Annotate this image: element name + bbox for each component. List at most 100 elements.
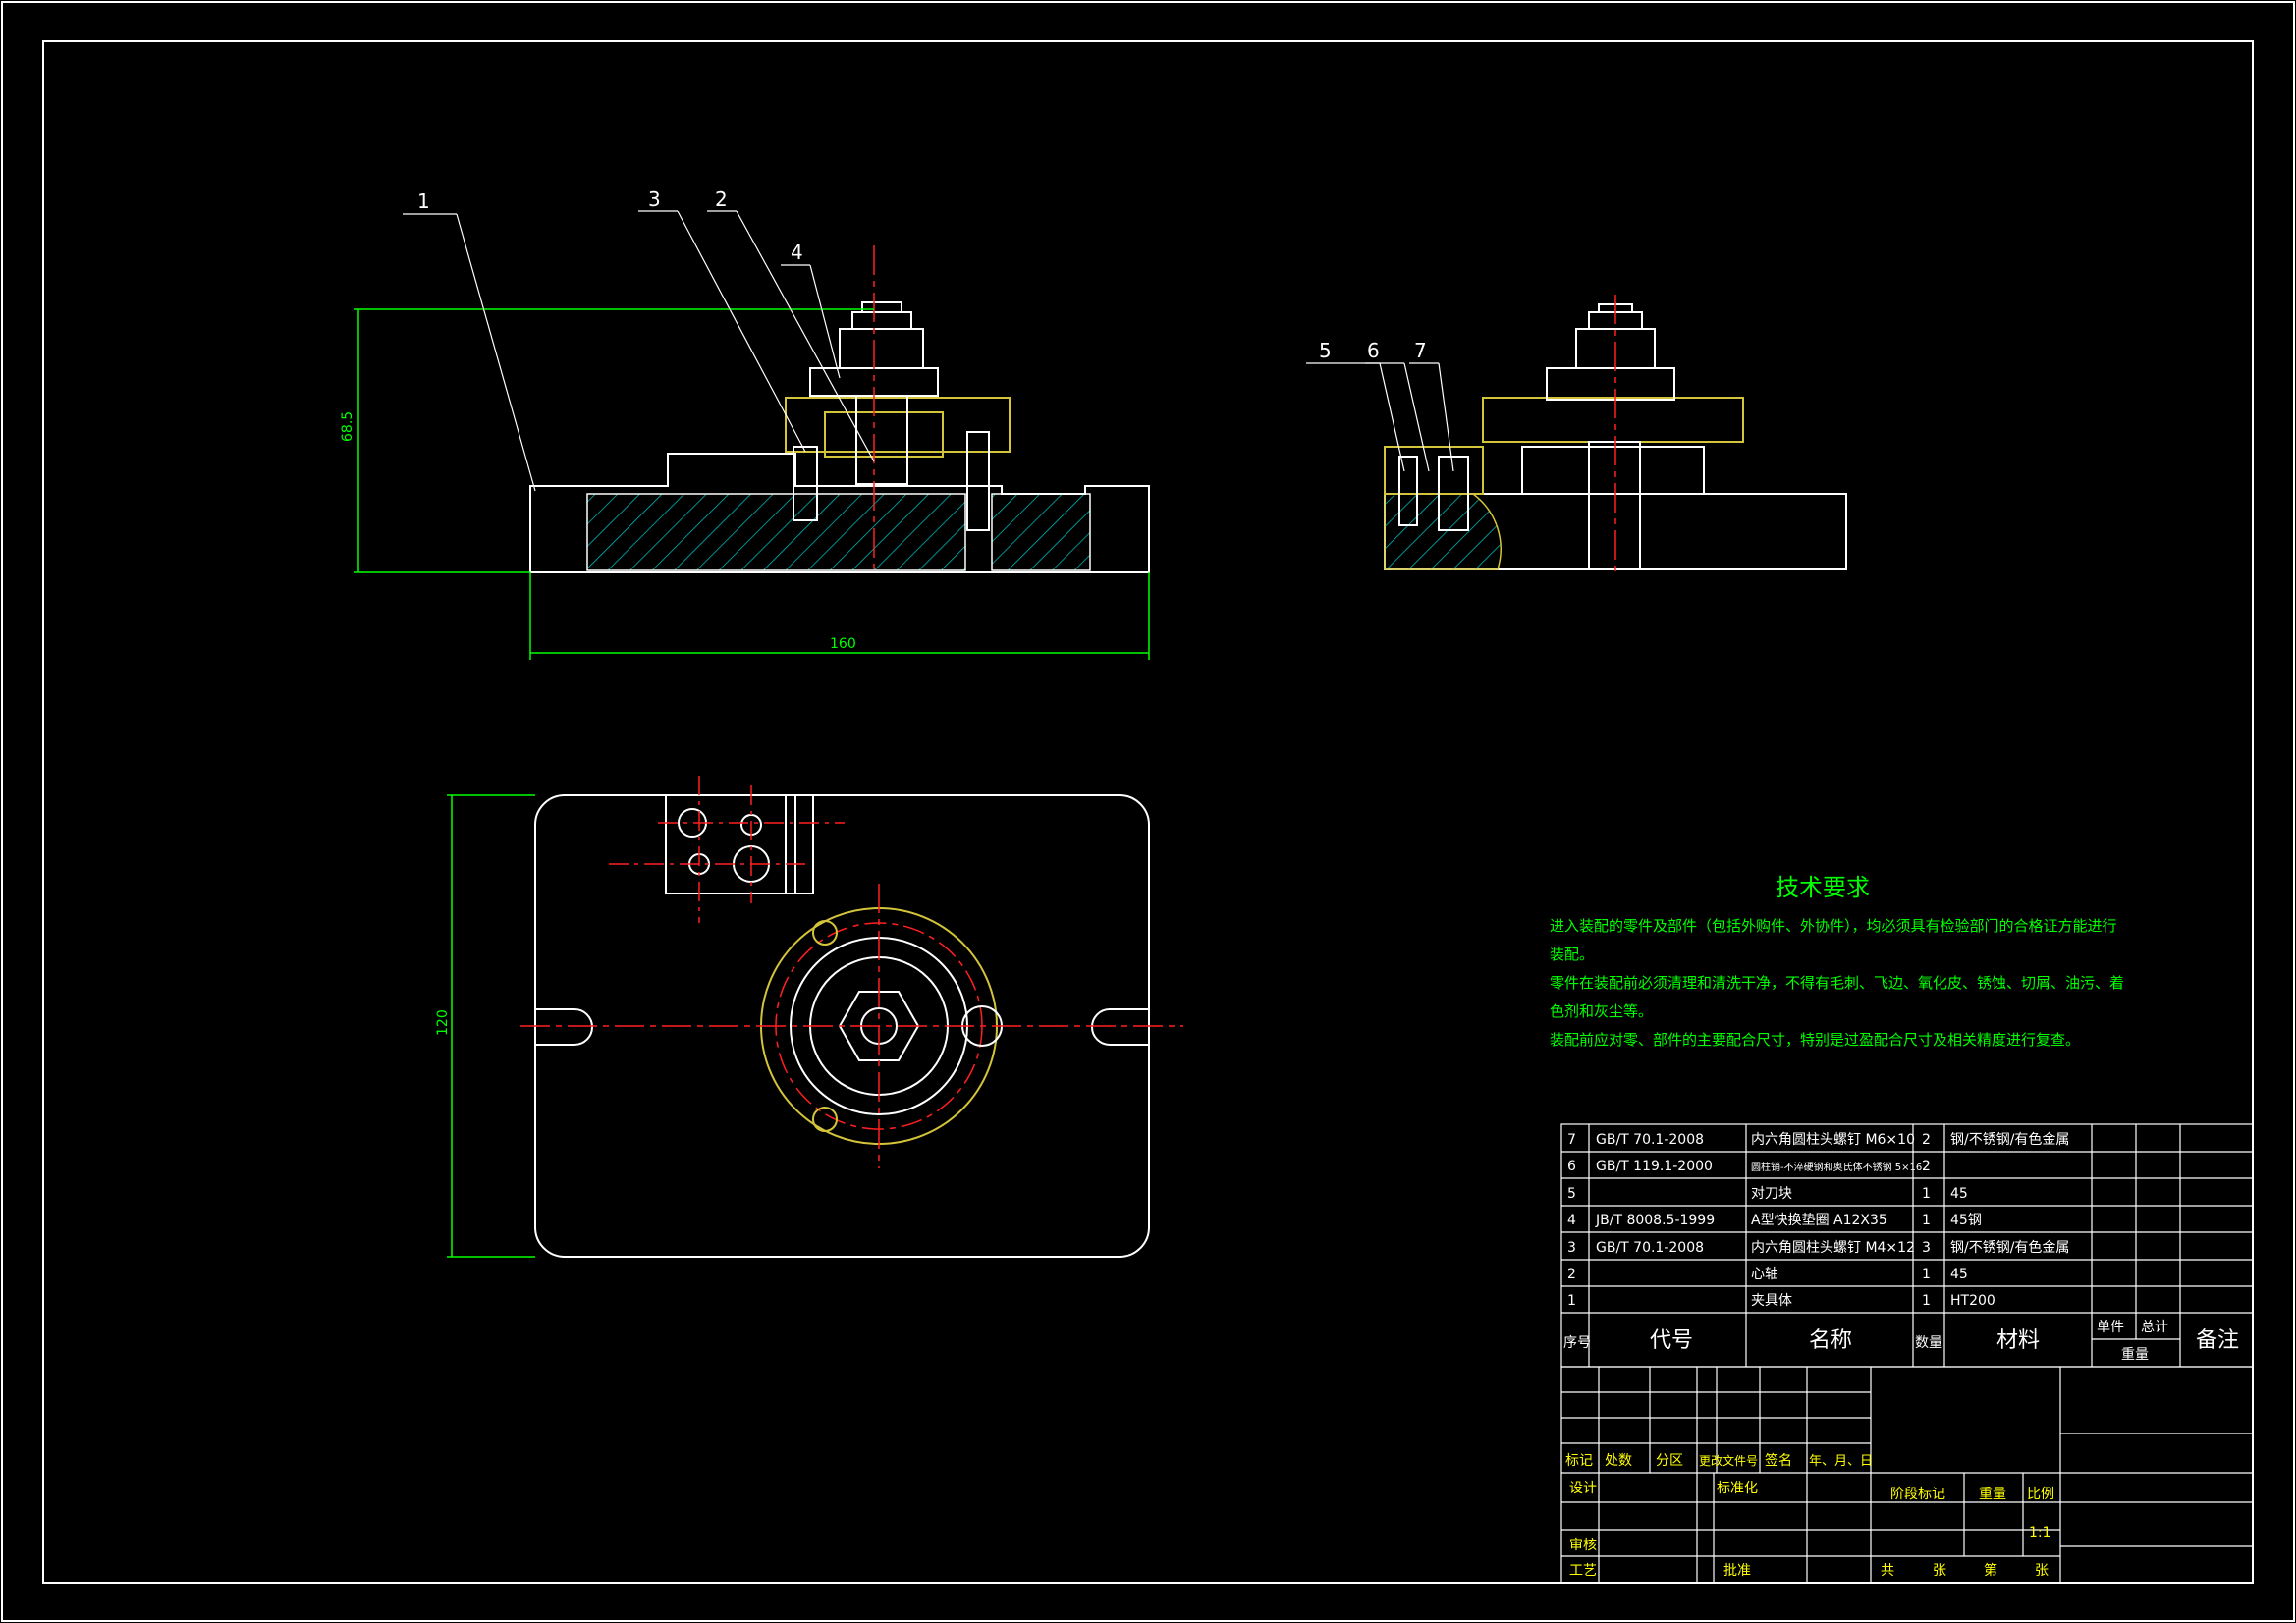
tb-standard: 标准化: [1717, 1481, 1758, 1496]
tb-date: 年、月、日: [1809, 1454, 1873, 1469]
tb-weight: 重量: [1979, 1487, 2006, 1502]
front-view: 68.5 160 1 3 2 4: [340, 188, 1150, 660]
bom-material: 钢/不锈钢/有色金属: [1950, 1239, 2069, 1256]
tb-stage: 阶段标记: [1890, 1487, 1945, 1502]
bom-code: GB/T 119.1-2000: [1596, 1159, 1713, 1174]
bom-qty: 3: [1922, 1240, 1931, 1256]
front-nut: [839, 301, 924, 369]
tech-line-3: 零件在装配前必须清理和清洗干净，不得有毛刺、飞边、氧化皮、锈蚀、切屑、油污、着: [1550, 974, 2124, 992]
bom-name: 夹具体: [1751, 1293, 1792, 1309]
bom-qty: 1: [1922, 1186, 1931, 1202]
tb-scale: 1:1: [2029, 1525, 2051, 1541]
side-mandrel: [1588, 441, 1641, 570]
bom-name: 心轴: [1751, 1267, 1778, 1282]
bom-material: 45: [1950, 1267, 1968, 1282]
leader-4-arrow: [809, 264, 841, 379]
bom-qty: 2: [1922, 1132, 1931, 1148]
side-knife-block: [1384, 446, 1484, 495]
top-screw-hole-3: [812, 920, 838, 946]
top-knife-block: [665, 794, 814, 894]
side-washer: [1521, 446, 1705, 495]
bom-no: 7: [1567, 1132, 1576, 1148]
balloon-1: 1: [417, 189, 430, 213]
front-section-hatch-right: [991, 493, 1091, 571]
bom-name: 内六角圆柱头螺钉 M4×12: [1751, 1240, 1915, 1256]
bom-qty: 2: [1922, 1159, 1931, 1174]
bom-header-code: 代号: [1650, 1328, 1693, 1353]
bom-name: 对刀块: [1751, 1186, 1792, 1202]
tb-count: 处数: [1605, 1453, 1632, 1469]
tech-requirements: 技术要求 进入装配的零件及部件（包括外购件、外协件），均必须具有检验部门的合格证…: [1550, 874, 2124, 1049]
tech-line-2: 装配。: [1550, 946, 1594, 963]
side-section-hatch: [1384, 493, 1502, 570]
inner-border: [42, 40, 2254, 1584]
bom-no: 5: [1567, 1186, 1576, 1202]
side-view: 5 6 7: [1306, 295, 1847, 574]
tb-signature: 签名: [1765, 1452, 1792, 1469]
tb-review: 审核: [1569, 1538, 1597, 1553]
leader-2-arrow: [736, 210, 875, 462]
bom-material: HT200: [1950, 1293, 1995, 1309]
tb-sheets: 张: [1933, 1563, 1946, 1579]
side-pin: [1398, 456, 1418, 526]
bom-code: GB/T 70.1-2008: [1596, 1132, 1704, 1148]
tb-page: 第: [1984, 1562, 1997, 1579]
side-washer-a: [1546, 367, 1675, 401]
bom-name: 内六角圆柱头螺钉 M6×10: [1751, 1132, 1915, 1148]
tb-total: 共: [1881, 1563, 1894, 1579]
bom-material: 45: [1950, 1186, 1968, 1202]
balloon-5: 5: [1319, 339, 1332, 362]
bom-no: 6: [1567, 1159, 1576, 1174]
top-view: 120: [435, 776, 1183, 1258]
side-top-plate: [1482, 397, 1744, 443]
bom-no: 4: [1567, 1213, 1576, 1228]
bom-header-total-weight: 总计: [2141, 1320, 2168, 1335]
bom-no: 1: [1567, 1293, 1576, 1309]
dim-width-text: 160: [830, 636, 856, 652]
leader-3-arrow: [677, 210, 806, 453]
bom-qty: 1: [1922, 1213, 1931, 1228]
bom-code: GB/T 70.1-2008: [1596, 1240, 1704, 1256]
bom-header: 序号 代号 名称 数量 材料 单件 总计 重量 备注: [1563, 1320, 2239, 1363]
bom-header-unit-weight: 单件: [2097, 1320, 2124, 1335]
balloon-2: 2: [715, 188, 728, 211]
dim-height-text: 68.5: [340, 411, 355, 442]
bom-material: 45钢: [1950, 1213, 1982, 1228]
bom-code: JB/T 8008.5-1999: [1595, 1213, 1715, 1228]
tb-design: 设计: [1569, 1481, 1597, 1496]
tech-line-1: 进入装配的零件及部件（包括外购件、外协件），均必须具有检验部门的合格证方能进行: [1550, 917, 2117, 935]
balloon-3: 3: [648, 188, 661, 211]
bom-name: 圆柱销-不淬硬钢和奥氏体不锈钢 5×16: [1751, 1161, 1922, 1173]
top-slot-left: [535, 1008, 593, 1046]
bom-header-material: 材料: [1996, 1328, 2040, 1353]
bom-header-no: 序号: [1563, 1335, 1591, 1351]
leader-6-arrow: [1403, 362, 1430, 472]
title-block-text: 标记 处数 分区 更改文件号 签名 年、月、日 设计 标准化 阶段标记 重量 比…: [1565, 1452, 2054, 1579]
tb-approve: 批准: [1723, 1563, 1751, 1579]
bom-rows: 7 GB/T 70.1-2008 内六角圆柱头螺钉 M6×10 2 钢/不锈钢/…: [1567, 1131, 2069, 1309]
title-block: [1560, 1366, 2254, 1584]
top-dim-height-text: 120: [435, 1009, 451, 1036]
bom-qty: 1: [1922, 1293, 1931, 1309]
front-screw-right: [966, 431, 990, 531]
front-screw-left: [793, 446, 818, 521]
tb-change-doc: 更改文件号: [1699, 1453, 1758, 1468]
leader-5-arrow: [1379, 362, 1405, 472]
front-washer: [824, 411, 944, 458]
tb-scale-label: 比例: [2027, 1487, 2054, 1502]
bom-qty: 1: [1922, 1267, 1931, 1282]
front-section-hatch-left: [586, 493, 966, 571]
tb-mark: 标记: [1565, 1453, 1593, 1469]
top-base-outline: [534, 794, 1150, 1258]
tb-sheet2: 张: [2035, 1563, 2049, 1579]
bom-name: A型快换垫圈 A12X35: [1751, 1212, 1887, 1228]
side-screw: [1438, 456, 1469, 531]
bom-header-weight: 重量: [2121, 1347, 2149, 1363]
balloon-6: 6: [1367, 339, 1380, 362]
tech-line-5: 装配前应对零、部件的主要配合尺寸，特别是过盈配合尺寸及相关精度进行复查。: [1550, 1031, 2080, 1049]
bom-header-qty: 数量: [1915, 1335, 1942, 1351]
bom-no: 2: [1567, 1267, 1576, 1282]
bom-header-name: 名称: [1809, 1328, 1852, 1353]
